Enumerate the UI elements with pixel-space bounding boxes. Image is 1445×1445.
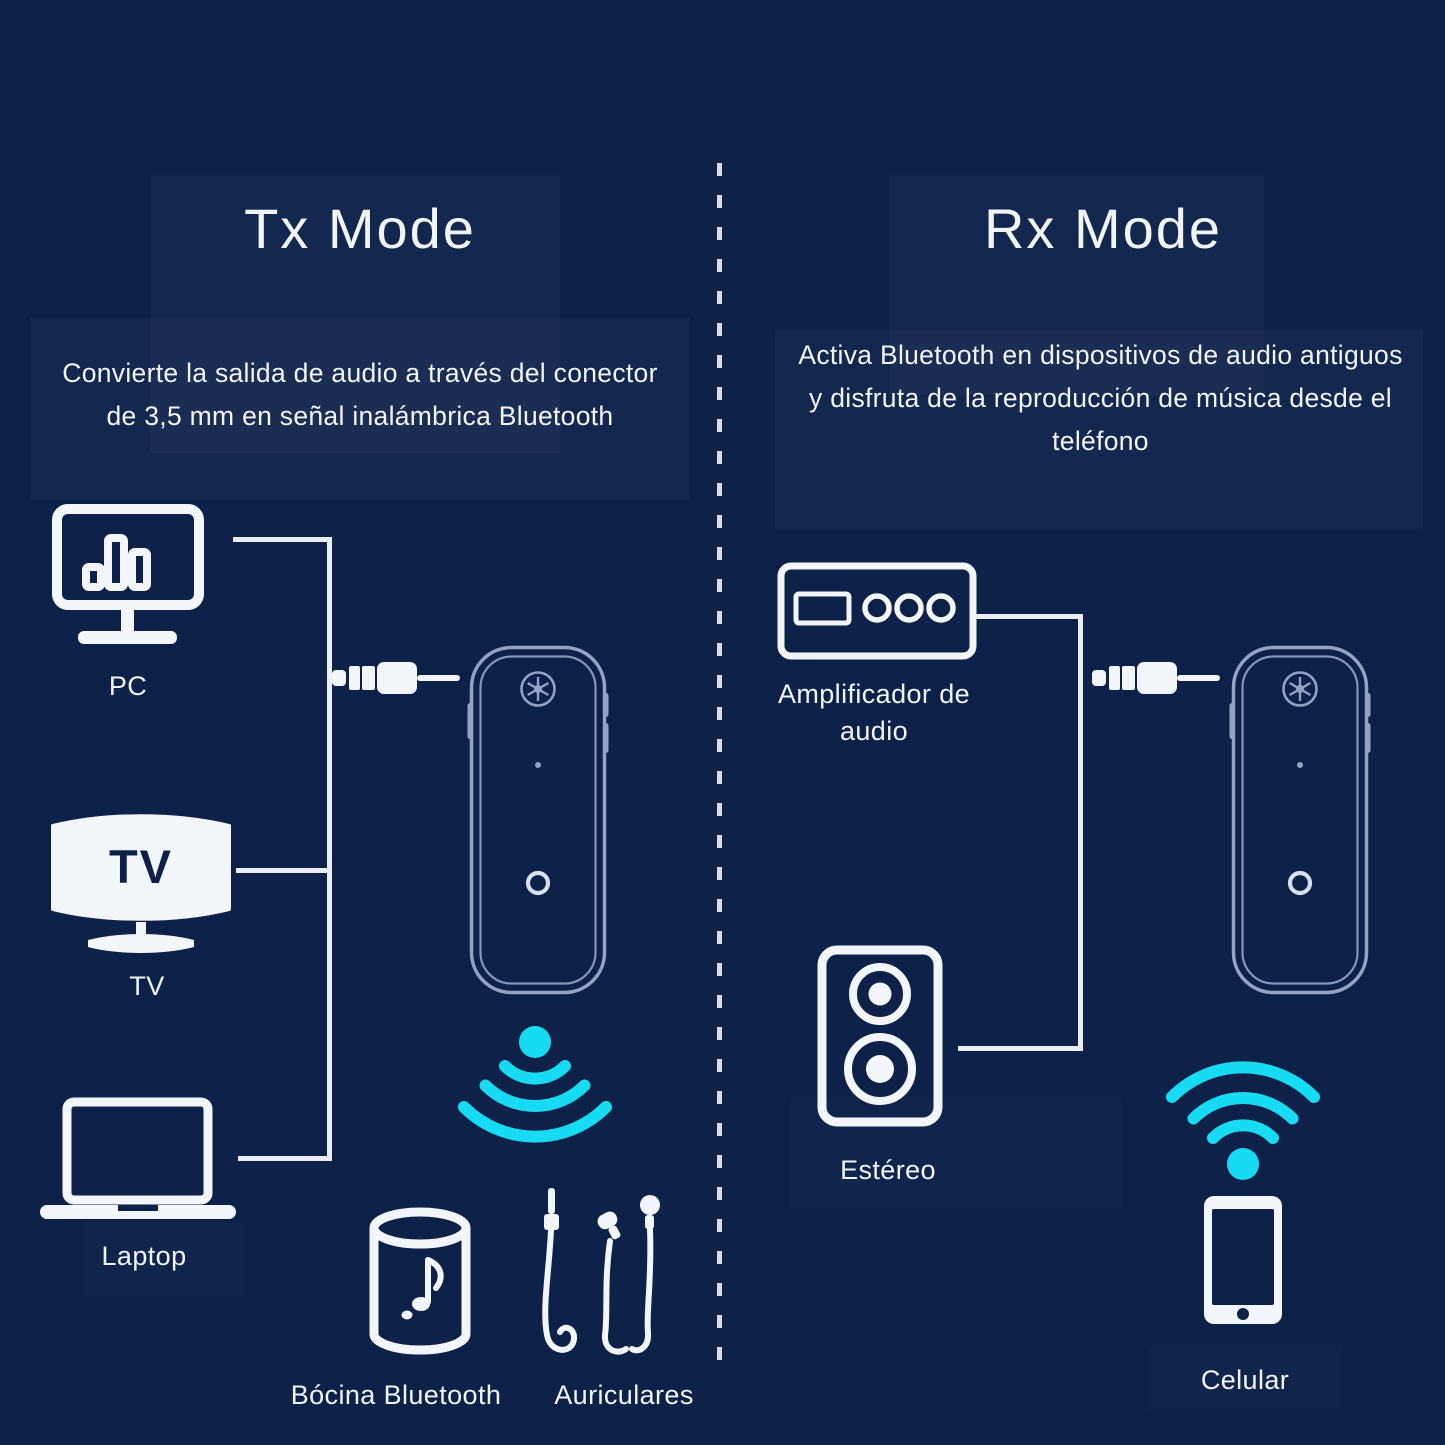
adapter-logo-icon: [520, 671, 556, 707]
bocina-label: Bócina Bluetooth: [290, 1380, 502, 1410]
stereo-speaker-icon: [815, 943, 945, 1129]
bluetooth-adapter-icon-tx: [464, 644, 612, 996]
earphones-icon: [538, 1183, 673, 1368]
tx-mode-description: Convierte la salida de audio a través de…: [62, 358, 658, 431]
tx-mode-title: Tx Mode: [244, 197, 476, 260]
audio-jack-icon-rx: [1092, 658, 1220, 698]
mode-divider-dashed-line: [717, 163, 722, 1365]
pc-connector-line: [233, 537, 332, 542]
tv-connector-line: [236, 868, 332, 873]
laptop-label: Laptop: [101, 1241, 187, 1271]
rx-mode-description: Activa Bluetooth en dispositivos de audi…: [798, 340, 1403, 456]
wifi-signal-up-icon: [1130, 1040, 1356, 1182]
tv-icon: TV: [46, 806, 236, 956]
amplifier-icon: [776, 561, 978, 661]
tv-screen-text: TV: [109, 840, 173, 893]
amplificador-label: Amplificador de audio: [777, 679, 971, 746]
pc-icon: [48, 500, 208, 652]
adapter-logo-icon: [1282, 671, 1318, 707]
bluetooth-adapter-icon-rx: [1226, 644, 1374, 996]
music-note-icon: [401, 1257, 444, 1320]
auriculares-label: Auriculares: [554, 1380, 694, 1410]
stereo-connector-line: [958, 1046, 1083, 1051]
audio-jack-icon-tx: [332, 658, 460, 698]
wifi-signal-down-icon: [423, 1012, 647, 1152]
phone-icon: [1202, 1194, 1284, 1326]
bluetooth-speaker-icon: [362, 1198, 478, 1360]
tx-bus-line: [327, 537, 332, 1161]
rx-mode-title: Rx Mode: [983, 197, 1223, 260]
pc-label: PC: [108, 671, 148, 701]
rx-bus-line: [1078, 614, 1083, 1051]
celular-label: Celular: [1200, 1365, 1290, 1395]
laptop-connector-line: [238, 1156, 332, 1161]
tv-label: TV: [129, 971, 165, 1001]
laptop-icon: [34, 1093, 242, 1225]
estereo-label: Estéreo: [840, 1155, 936, 1185]
amp-connector-line: [973, 614, 1083, 619]
